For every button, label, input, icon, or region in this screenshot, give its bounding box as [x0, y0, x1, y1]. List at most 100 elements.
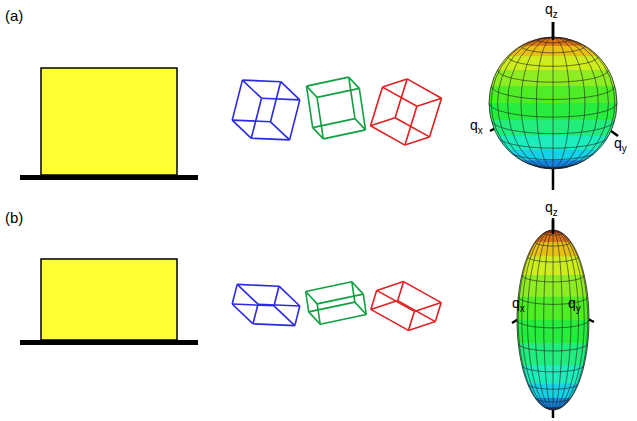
- cell-edge: [232, 284, 237, 304]
- film-block: [41, 259, 177, 340]
- cell-edge: [237, 284, 258, 304]
- unit-cells: [232, 77, 441, 330]
- grid: [517, 230, 589, 410]
- film-block: [41, 68, 177, 175]
- meridian: [553, 230, 562, 410]
- axis-letter: q: [512, 295, 520, 311]
- cell-edge: [258, 304, 300, 306]
- cell-edge: [371, 290, 377, 309]
- axis-letter: q: [614, 135, 622, 151]
- cell-edge: [414, 303, 441, 312]
- unit-cell: [371, 79, 442, 145]
- meridian: [553, 37, 585, 169]
- cell-edge: [323, 130, 365, 139]
- cell-edge: [306, 282, 352, 292]
- meridian: [553, 230, 584, 410]
- meridian: [518, 230, 553, 410]
- cell-edge: [262, 98, 300, 100]
- cell-edge: [371, 118, 396, 126]
- meridian: [521, 37, 553, 169]
- substrate: [20, 340, 198, 345]
- globe: [516, 230, 590, 411]
- cell-edge: [371, 87, 383, 126]
- cell-edge: [253, 304, 258, 324]
- axis-label: qy: [614, 136, 627, 151]
- meridian: [522, 230, 553, 410]
- cell-edge: [271, 82, 281, 122]
- meridian: [528, 230, 554, 410]
- axis-subscript: z: [553, 207, 558, 218]
- cell-edge: [317, 88, 359, 97]
- axis-subscript: y: [576, 303, 581, 314]
- cell-edge: [383, 79, 408, 87]
- substrate: [20, 175, 198, 180]
- cell-edge: [363, 294, 366, 314]
- cell-edge: [430, 98, 442, 137]
- meridian: [536, 37, 553, 169]
- cell-edge: [253, 324, 295, 326]
- axis-label: qx: [470, 118, 483, 133]
- unit-cell: [232, 284, 300, 325]
- cell-edge: [306, 292, 318, 304]
- cell-edge: [377, 290, 415, 311]
- cell-edge: [371, 309, 409, 330]
- cell-edge: [317, 304, 320, 324]
- axis-subscript: y: [622, 143, 627, 154]
- meridian: [553, 230, 588, 410]
- cell-edge: [408, 311, 414, 330]
- axis-label: qy: [568, 296, 581, 311]
- cell-edge: [279, 286, 300, 306]
- globe: [488, 37, 618, 170]
- cell-edge: [405, 137, 430, 145]
- cell-edge: [237, 284, 279, 286]
- meridian: [553, 230, 554, 410]
- meridian: [553, 230, 579, 410]
- axis-label: qz: [545, 2, 558, 17]
- axis-letter: q: [568, 295, 576, 311]
- cell-edge: [352, 282, 364, 294]
- axis-letter: q: [470, 117, 478, 133]
- meridian: [553, 37, 598, 169]
- axis-subscript: z: [553, 9, 558, 20]
- axis-letter: q: [545, 1, 553, 17]
- meridian: [553, 37, 608, 169]
- meridian: [553, 37, 570, 169]
- meridian: [508, 37, 553, 169]
- cell-edge: [290, 100, 300, 140]
- cell-edge: [320, 315, 366, 325]
- meridian: [544, 230, 553, 410]
- unit-cell: [232, 80, 300, 140]
- meridian: [491, 37, 553, 169]
- axis-label: qx: [512, 296, 525, 311]
- meridian: [498, 37, 553, 169]
- cell-edge: [317, 294, 363, 304]
- cell-edge: [395, 118, 429, 137]
- meridian: [553, 230, 571, 410]
- axis-label: qz: [545, 200, 558, 215]
- cell-edge: [317, 97, 323, 138]
- cell-edge: [274, 286, 279, 306]
- cell-edge: [407, 79, 441, 98]
- cell-edge: [274, 306, 295, 326]
- cell-edge: [251, 98, 261, 138]
- axis-subscript: x: [478, 125, 483, 136]
- cell-edge: [377, 282, 404, 291]
- cell-edge: [359, 88, 365, 129]
- cell-edge: [307, 77, 349, 86]
- axis-letter: q: [545, 199, 553, 215]
- cell-edge: [232, 80, 242, 120]
- grid: [489, 37, 617, 170]
- panel-label: (a): [5, 8, 23, 25]
- cell-edge: [371, 126, 405, 145]
- reciprocal-space-shapes: [488, 37, 618, 411]
- cell-edge: [242, 80, 261, 98]
- cell-edge: [371, 301, 398, 310]
- cell-edge: [281, 82, 300, 100]
- cell-edge: [313, 119, 355, 128]
- cell-edge: [309, 302, 355, 312]
- meridian: [553, 37, 554, 169]
- cell-edge: [232, 120, 270, 122]
- unit-cell: [307, 77, 366, 139]
- cell-edge: [435, 303, 441, 322]
